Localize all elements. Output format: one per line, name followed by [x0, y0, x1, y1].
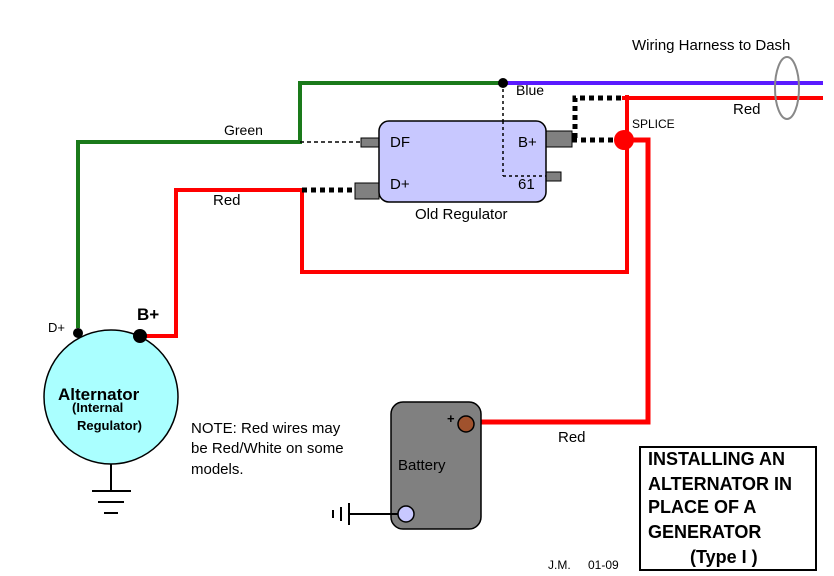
regulator-dplus-label: D+ — [390, 176, 410, 193]
title-box — [639, 446, 817, 571]
battery-ground-icon — [332, 503, 398, 525]
old-regulator-label: Old Regulator — [415, 206, 508, 223]
regulator-bplus-terminal — [544, 130, 573, 148]
internal-label: (Internal — [72, 400, 123, 415]
dotted-bplus-old-up — [572, 95, 622, 138]
date-label: 01-09 — [588, 558, 619, 572]
alternator-bplus-terminal — [133, 329, 147, 343]
splice-label: SPLICE — [632, 117, 675, 131]
regulator-61-terminal — [544, 171, 562, 182]
title-line-2: ALTERNATOR IN — [648, 474, 792, 494]
terminal-61-label: 61 — [518, 176, 535, 193]
alternator-label: Alternator — [58, 385, 140, 404]
splice-dot — [614, 130, 634, 150]
note-line-3: models. — [191, 461, 244, 478]
alternator-dplus-terminal — [73, 328, 83, 338]
green-label: Green — [224, 122, 263, 138]
battery-label: Battery — [398, 457, 446, 474]
author-label: J.M. — [548, 558, 571, 572]
red-bottom-label: Red — [558, 429, 586, 446]
battery-body — [390, 401, 482, 530]
red-wire-battery — [468, 137, 651, 425]
title-line-4: GENERATOR — [648, 522, 761, 542]
junction-dot — [498, 78, 508, 88]
title-line-1: INSTALLING AN — [648, 449, 785, 469]
harness-ring — [774, 56, 800, 120]
battery-positive-terminal — [457, 415, 475, 433]
red-top-right-label: Red — [733, 101, 761, 118]
note-line-2: be Red/White on some — [191, 440, 344, 457]
battery-negative-terminal — [397, 505, 415, 523]
alternator-dplus-label: D+ — [48, 320, 65, 335]
note-line-1: NOTE: Red wires may — [191, 420, 341, 437]
battery-plus-label: + — [447, 411, 455, 426]
title-line-3: PLACE OF A — [648, 497, 756, 517]
old-regulator-box — [378, 120, 547, 203]
blue-label: Blue — [516, 82, 544, 98]
regulator-dplus-terminal — [354, 182, 380, 200]
alternator-ground-icon — [92, 464, 131, 514]
title-line-5: (Type I ) — [690, 547, 758, 567]
harness-label: Wiring Harness to Dash — [632, 37, 790, 54]
df-label: DF — [390, 134, 410, 151]
regulator-bplus-label: B+ — [518, 134, 537, 151]
regulator-df-terminal — [360, 137, 382, 148]
alternator-bplus-label: B+ — [137, 305, 159, 324]
red-left-label: Red — [213, 192, 241, 209]
regulator-paren-label: Regulator) — [77, 418, 142, 433]
